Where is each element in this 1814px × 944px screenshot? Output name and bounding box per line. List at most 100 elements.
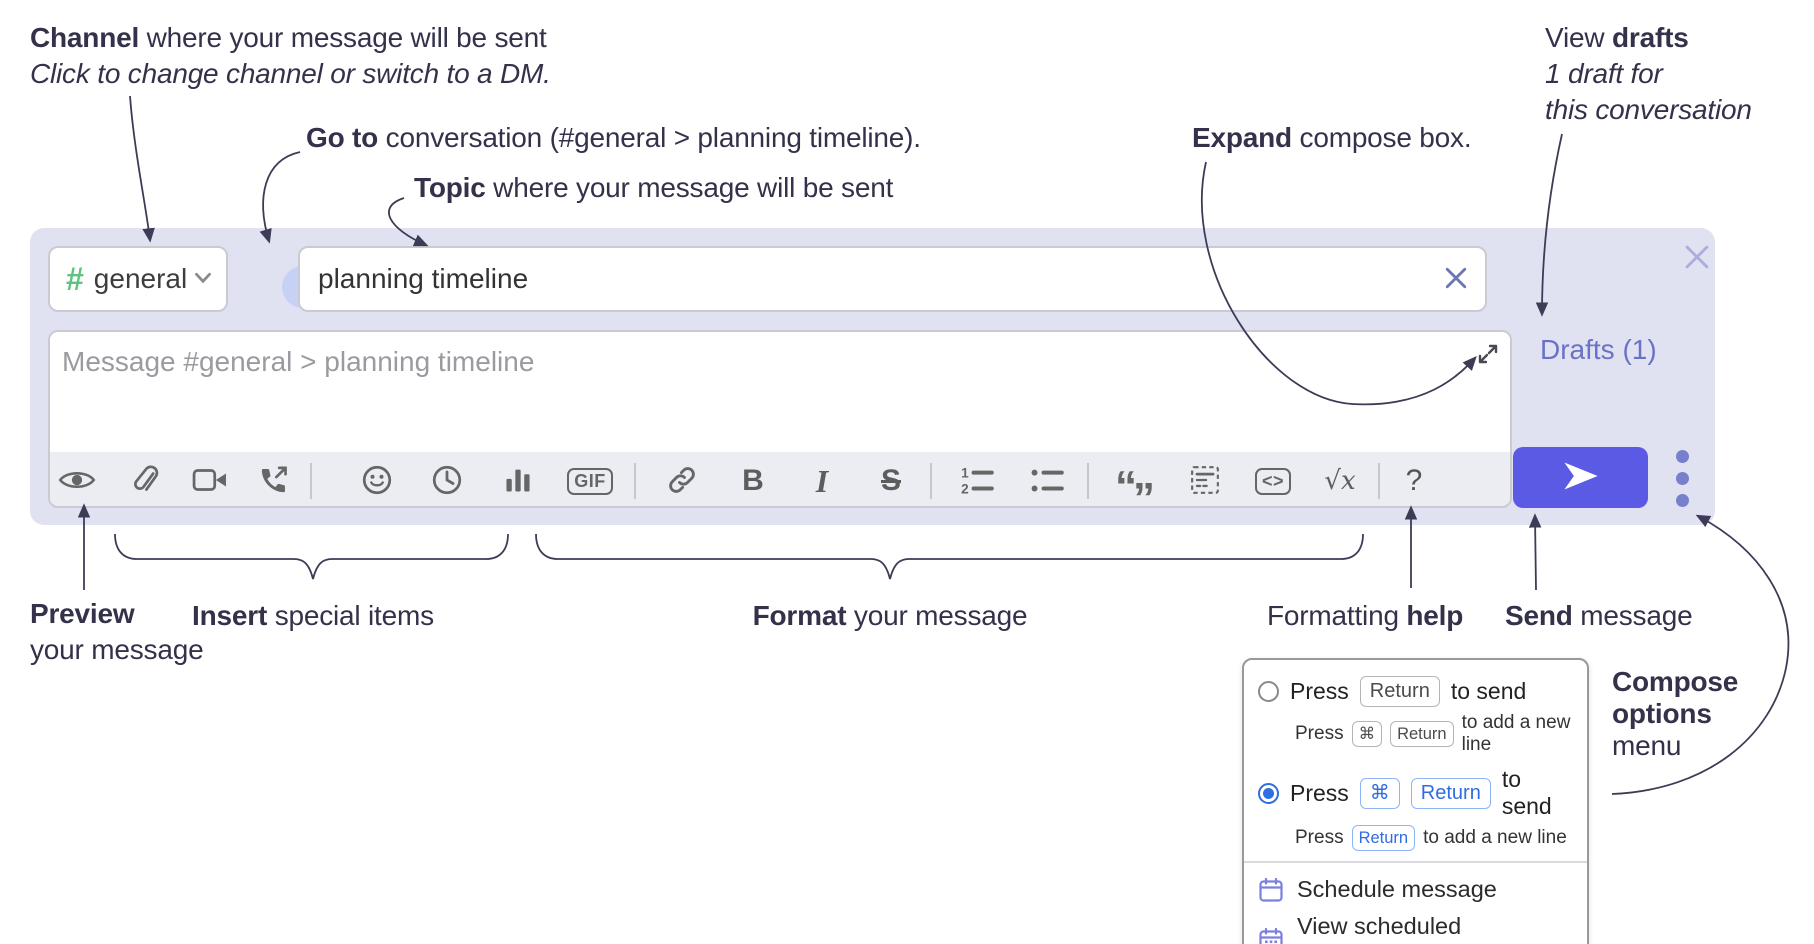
preview-button[interactable] <box>55 459 99 503</box>
annotation-text: where your message will be sent <box>139 22 547 53</box>
phone-call-icon <box>259 465 289 498</box>
compose-box: # general <box>30 228 1715 525</box>
strikethrough-button[interactable]: S <box>869 459 913 503</box>
option-subtext: Press Return to add a new line <box>1295 825 1573 851</box>
bulleted-list-button[interactable] <box>1025 459 1069 503</box>
menu-item-label: Schedule message <box>1297 876 1497 902</box>
insert-annotation: Insert special items <box>192 598 434 634</box>
option-text: to send <box>1501 766 1552 819</box>
annotation-subtext: Click to change channel or switch to a D… <box>30 58 551 89</box>
annotation-bold: Expand <box>1192 122 1292 153</box>
send-shortcut-option-return[interactable]: Press Return to send <box>1258 676 1573 707</box>
channel-selector[interactable]: # general <box>48 246 228 312</box>
compose-options-menu-button[interactable] <box>1660 449 1704 507</box>
toolbar-divider <box>310 463 312 499</box>
annotation-subtext: 1 draft for <box>1545 58 1663 89</box>
poll-button[interactable] <box>496 459 540 503</box>
italic-button[interactable]: I <box>800 459 844 503</box>
quote-close-glyph: ” <box>1133 474 1155 508</box>
annotation-text: where your message will be sent <box>485 172 894 203</box>
annotation-bold: help <box>1406 600 1464 631</box>
annotation-text: special items <box>267 600 434 631</box>
toolbar-divider <box>1087 463 1089 499</box>
annotation-bold: options <box>1612 698 1712 729</box>
message-input[interactable] <box>50 332 1510 450</box>
clock-icon <box>432 465 462 498</box>
paperclip-icon <box>131 464 159 499</box>
link-button[interactable] <box>660 459 704 503</box>
audio-call-button[interactable] <box>252 459 296 503</box>
option-text: Press <box>1290 678 1349 704</box>
option-text: Press <box>1290 779 1349 806</box>
toolbar-divider <box>1378 463 1380 499</box>
video-call-button[interactable] <box>188 459 232 503</box>
topic-annotation: Topic where your message will be sent <box>414 170 893 206</box>
ellipsis-dot <box>1675 471 1689 485</box>
emoji-button[interactable] <box>355 459 399 503</box>
annotation-bold: Send <box>1505 600 1573 631</box>
radio-selected-icon[interactable] <box>1258 782 1279 804</box>
paper-plane-icon <box>1559 457 1603 498</box>
drafts-link[interactable]: Drafts (1) <box>1540 334 1657 365</box>
kbd-return: Return <box>1390 721 1454 747</box>
formatting-help-button[interactable]: ? <box>1392 459 1436 503</box>
annotation-bold: Channel <box>30 22 140 53</box>
format-annotation: Format your message <box>753 598 1028 634</box>
annotation-bold: Go to <box>306 122 379 153</box>
annotation-bold: Insert <box>192 600 268 631</box>
menu-divider <box>1244 861 1587 863</box>
attach-file-button[interactable] <box>123 459 167 503</box>
time-mention-button[interactable] <box>425 459 469 503</box>
expand-compose-button[interactable] <box>1476 342 1500 369</box>
spoiler-button[interactable] <box>1183 459 1227 503</box>
spoiler-icon <box>1190 465 1220 498</box>
gif-icon: GIF <box>567 467 613 495</box>
schedule-message-item[interactable]: Schedule message <box>1258 871 1573 908</box>
ellipsis-dot <box>1675 449 1689 463</box>
eye-icon <box>58 466 96 497</box>
bulleted-list-icon <box>1030 465 1064 498</box>
annotation-text: Formatting <box>1267 600 1407 631</box>
gif-button[interactable]: GIF <box>562 459 618 503</box>
clear-topic-button[interactable] <box>1441 263 1471 296</box>
question-mark-icon: ? <box>1405 464 1423 497</box>
calendar-grid-icon <box>1258 927 1284 944</box>
channel-name: general <box>93 263 188 294</box>
radio-unselected-icon[interactable] <box>1258 681 1279 702</box>
channel-annotation: Channel where your message will be sent … <box>30 20 551 92</box>
kbd-return: Return <box>1359 676 1440 707</box>
close-compose-button[interactable] <box>1680 240 1714 277</box>
topic-input[interactable] <box>300 263 1441 295</box>
option-text: Press <box>1295 723 1344 744</box>
formatting-help-annotation: Formatting help <box>1267 598 1463 634</box>
video-camera-icon <box>192 467 228 496</box>
close-icon <box>1680 245 1714 277</box>
annotation-bold: drafts <box>1611 22 1689 53</box>
calendar-icon <box>1258 877 1284 903</box>
toolbar-divider <box>634 463 636 499</box>
strikethrough-icon: S <box>880 464 901 497</box>
svg-text:2: 2 <box>961 481 969 494</box>
channel-hash-icon: # <box>66 260 84 297</box>
message-block: GIF B I S 12 <box>48 330 1512 508</box>
send-button[interactable] <box>1513 447 1648 508</box>
topic-input-wrap <box>298 246 1487 312</box>
ellipsis-dot <box>1675 493 1689 507</box>
toolbar-divider <box>930 463 932 499</box>
annotation-text: menu <box>1612 730 1682 761</box>
view-scheduled-messages-item[interactable]: View scheduled messages <box>1258 908 1573 944</box>
option-text: to send <box>1450 678 1527 704</box>
math-button[interactable]: √x <box>1318 459 1362 503</box>
quote-button[interactable]: “ ” <box>1113 459 1157 507</box>
bold-button[interactable]: B <box>731 459 775 503</box>
goto-annotation: Go to conversation (#general > planning … <box>306 120 921 156</box>
send-shortcut-option-cmd-return[interactable]: Press ⌘ Return to send <box>1258 766 1573 820</box>
italic-icon: I <box>815 462 829 499</box>
annotation-text: your message <box>846 600 1028 631</box>
bold-icon: B <box>742 464 764 497</box>
code-button[interactable]: <> <box>1251 459 1295 503</box>
kbd-return: Return <box>1351 825 1416 851</box>
